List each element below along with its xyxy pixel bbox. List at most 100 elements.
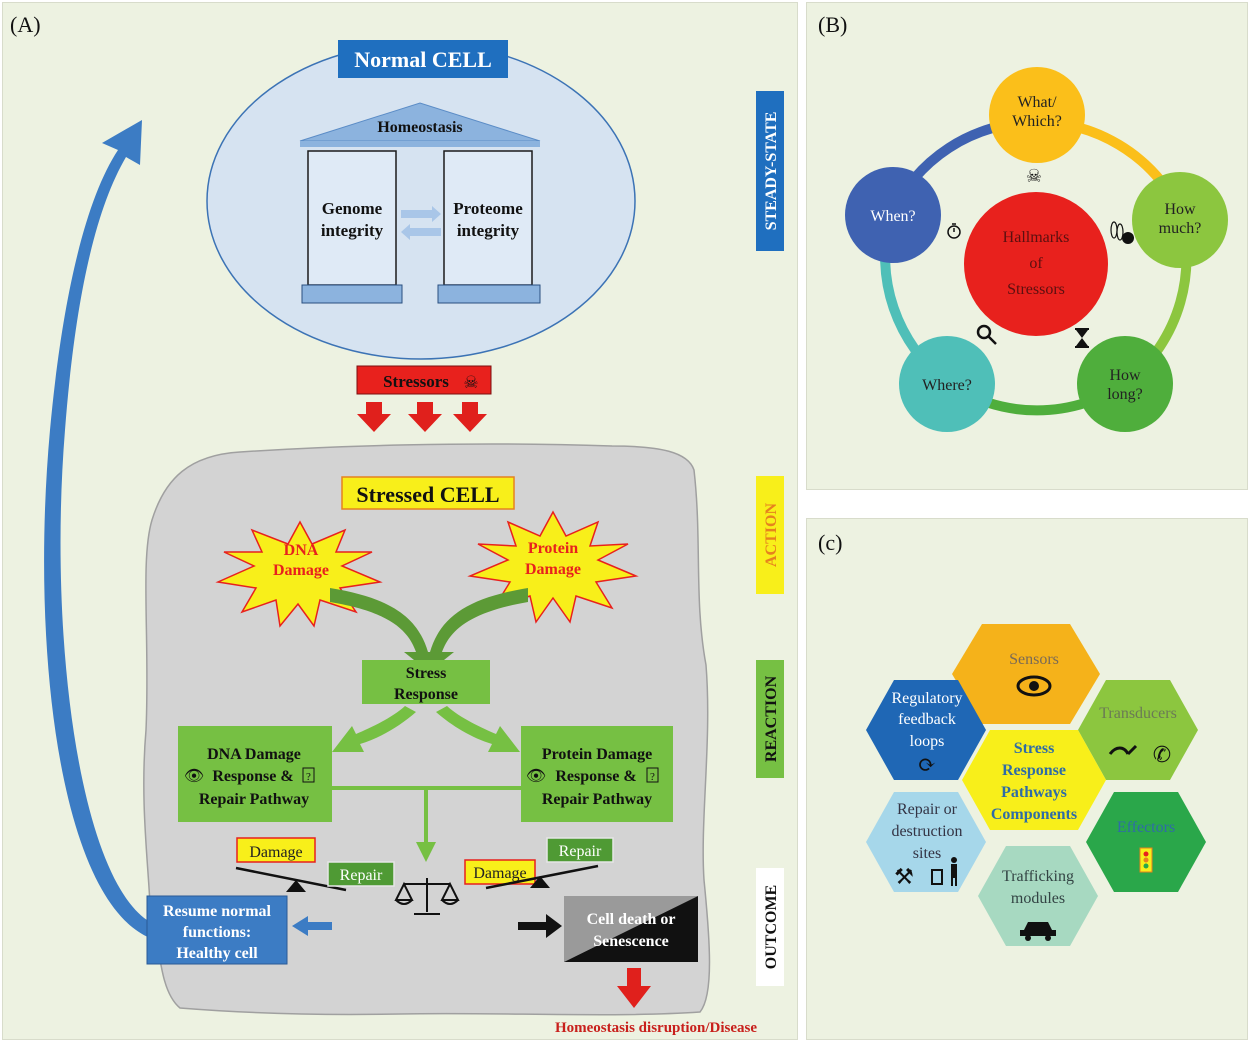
node-how-long-line-1: How — [1109, 367, 1141, 384]
node-how-long-line-2: long? — [1107, 386, 1143, 403]
stress-response-label-2: Response — [394, 686, 458, 703]
node-how-much-line-1: How — [1164, 201, 1196, 218]
node-how-long — [1077, 336, 1173, 432]
center-line-4: Components — [991, 806, 1077, 823]
node-how-much — [1132, 172, 1228, 268]
genome-pillar-base — [301, 284, 403, 304]
hex-trafficking — [978, 846, 1098, 946]
homeostasis-label: Homeostasis — [377, 119, 462, 136]
node-what-which — [989, 67, 1085, 163]
node-how-much-line-2: much? — [1159, 220, 1202, 237]
pathway-connector — [332, 786, 521, 790]
healthy-line-1: Resume normal — [163, 903, 272, 920]
eye-icon — [1016, 675, 1052, 697]
right-beam — [485, 864, 599, 890]
action-tab — [756, 476, 784, 594]
hex-sensors — [952, 624, 1100, 724]
proteome-label-2: integrity — [457, 221, 520, 240]
steady-state-tab — [756, 91, 784, 251]
steady-state-label: STEADY-STATE — [763, 112, 780, 231]
to-death-arrow — [518, 914, 562, 938]
protein-pathway-box — [521, 726, 673, 822]
outcome-label: OUTCOME — [763, 885, 780, 969]
stressor-arrows — [357, 402, 487, 432]
left-fulcrum — [286, 880, 306, 892]
hallmarks-line-1: Hallmarks — [1003, 229, 1070, 246]
trash-person-icon — [931, 857, 957, 886]
skull-icon: ☠ — [463, 373, 478, 392]
scale-icon — [394, 878, 460, 915]
protein-damage-label-1: Protein — [528, 540, 578, 557]
panel-b-letter: (B) — [818, 12, 848, 37]
equilibrium-arrow-left — [401, 224, 441, 240]
death-box-black — [564, 896, 698, 962]
protein-pathway-line-3: Repair Pathway — [542, 791, 652, 808]
car-icon — [1020, 922, 1056, 941]
hex-center — [962, 730, 1106, 830]
hex-trafficking-line-1: Trafficking — [1002, 868, 1074, 885]
hex-sensors-label: Sensors — [1009, 651, 1059, 668]
repair-right-label: Repair — [559, 843, 602, 860]
connector-arrowhead — [416, 842, 436, 862]
to-disease-arrow — [617, 968, 651, 1008]
protein-pathway-line-2: Response & — [555, 768, 636, 785]
center-line-2: Response — [1002, 762, 1066, 779]
stressed-cell-title: Stressed CELL — [356, 482, 499, 507]
center-line-3: Pathways — [1001, 784, 1067, 801]
protein-to-response-arrow — [418, 588, 528, 668]
panel-a-letter: (A) — [10, 12, 41, 37]
proteome-pillar-base — [437, 284, 541, 304]
hourglass-icon — [1075, 328, 1089, 348]
hex-repair-line-3: sites — [913, 845, 941, 862]
healthy-line-2: functions: — [183, 924, 251, 941]
hex-repair-line-2: destruction — [891, 823, 962, 840]
panel-c-letter: (c) — [818, 530, 843, 555]
outcome-tab — [756, 868, 784, 986]
magnifier-icon — [976, 324, 997, 345]
equilibrium-arrow-right — [401, 206, 441, 222]
proteome-label-1: Proteome — [453, 199, 523, 218]
repair-left-label: Repair — [340, 867, 383, 884]
stressed-cell-title-bg — [341, 476, 515, 510]
hex-regulatory-line-3: loops — [910, 733, 945, 750]
hallmarks-line-3: Stressors — [1007, 281, 1065, 298]
stopwatch-icon — [947, 223, 961, 239]
center-line-1: Stress — [1014, 740, 1055, 757]
panel-b-diagram: What/ Which? How much? How long? Where? … — [845, 67, 1228, 432]
hex-transducers — [1078, 680, 1198, 780]
disease-label: Homeostasis disruption/Disease — [555, 1020, 757, 1036]
node-what-which-line-2: Which? — [1012, 113, 1062, 130]
node-what-which-line-1: What/ — [1017, 94, 1057, 111]
node-where — [899, 336, 995, 432]
return-arrow — [44, 120, 150, 938]
stressors-label: Stressors — [383, 372, 449, 391]
eye-icon: 👁 — [184, 768, 204, 785]
node-when-line-1: When? — [870, 208, 915, 225]
unknown-glyph: ? — [650, 771, 655, 783]
unknown-glyph: ? — [306, 771, 311, 783]
panel-a-diagram: Normal CELL Homeostasis Genome integrity… — [44, 40, 784, 1036]
hallmarks-line-2: of — [1029, 255, 1043, 272]
repair-left-box — [327, 861, 395, 887]
right-fulcrum — [530, 876, 550, 888]
node-when — [845, 167, 941, 263]
reaction-label: REACTION — [763, 675, 780, 762]
dna-damage-label-2: Damage — [273, 562, 329, 579]
reaction-tab — [756, 660, 784, 778]
damage-left-box — [236, 837, 316, 863]
response-to-protein-arrow — [436, 706, 520, 752]
refresh-icon: ⟳ — [918, 752, 936, 777]
death-line-1: Cell death or — [587, 911, 676, 928]
healthy-cell-box — [146, 895, 288, 965]
traffic-light-icon — [1139, 847, 1153, 873]
protein-pathway-line-1: Protein Damage — [542, 746, 652, 763]
damage-left-label: Damage — [249, 844, 302, 861]
healthy-line-3: Healthy cell — [176, 945, 258, 962]
eye-icon: 👁 — [526, 768, 546, 785]
hex-trafficking-line-2: modules — [1011, 890, 1065, 907]
phone-icon: ✆ — [1153, 742, 1171, 767]
normal-cell-title-bg — [338, 40, 508, 78]
unknown-glyph-box — [646, 767, 659, 783]
normal-cell-oval — [206, 42, 636, 360]
dna-pathway-line-3: Repair Pathway — [199, 791, 309, 808]
